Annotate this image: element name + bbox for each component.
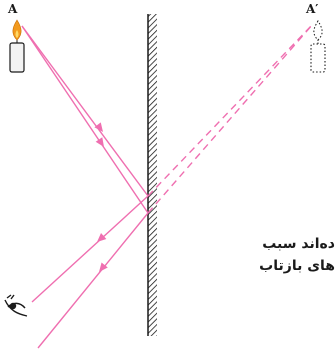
incident-ray-2 (22, 26, 148, 196)
incident-ray-1 (22, 26, 148, 213)
virtual-ray-1 (148, 24, 313, 196)
image-label: A′ (305, 2, 318, 16)
eye-icon (5, 295, 27, 316)
candle-icon (10, 20, 24, 72)
reflected-ray-1 (32, 196, 148, 302)
caption-line-1: ده‌اند سبب (262, 236, 335, 252)
plane-mirror (148, 14, 157, 336)
caption-line-2: های بازتاب (259, 258, 335, 274)
virtual-ray-2 (148, 24, 313, 213)
object-label: A (7, 2, 18, 16)
virtual-candle-icon (311, 21, 325, 72)
